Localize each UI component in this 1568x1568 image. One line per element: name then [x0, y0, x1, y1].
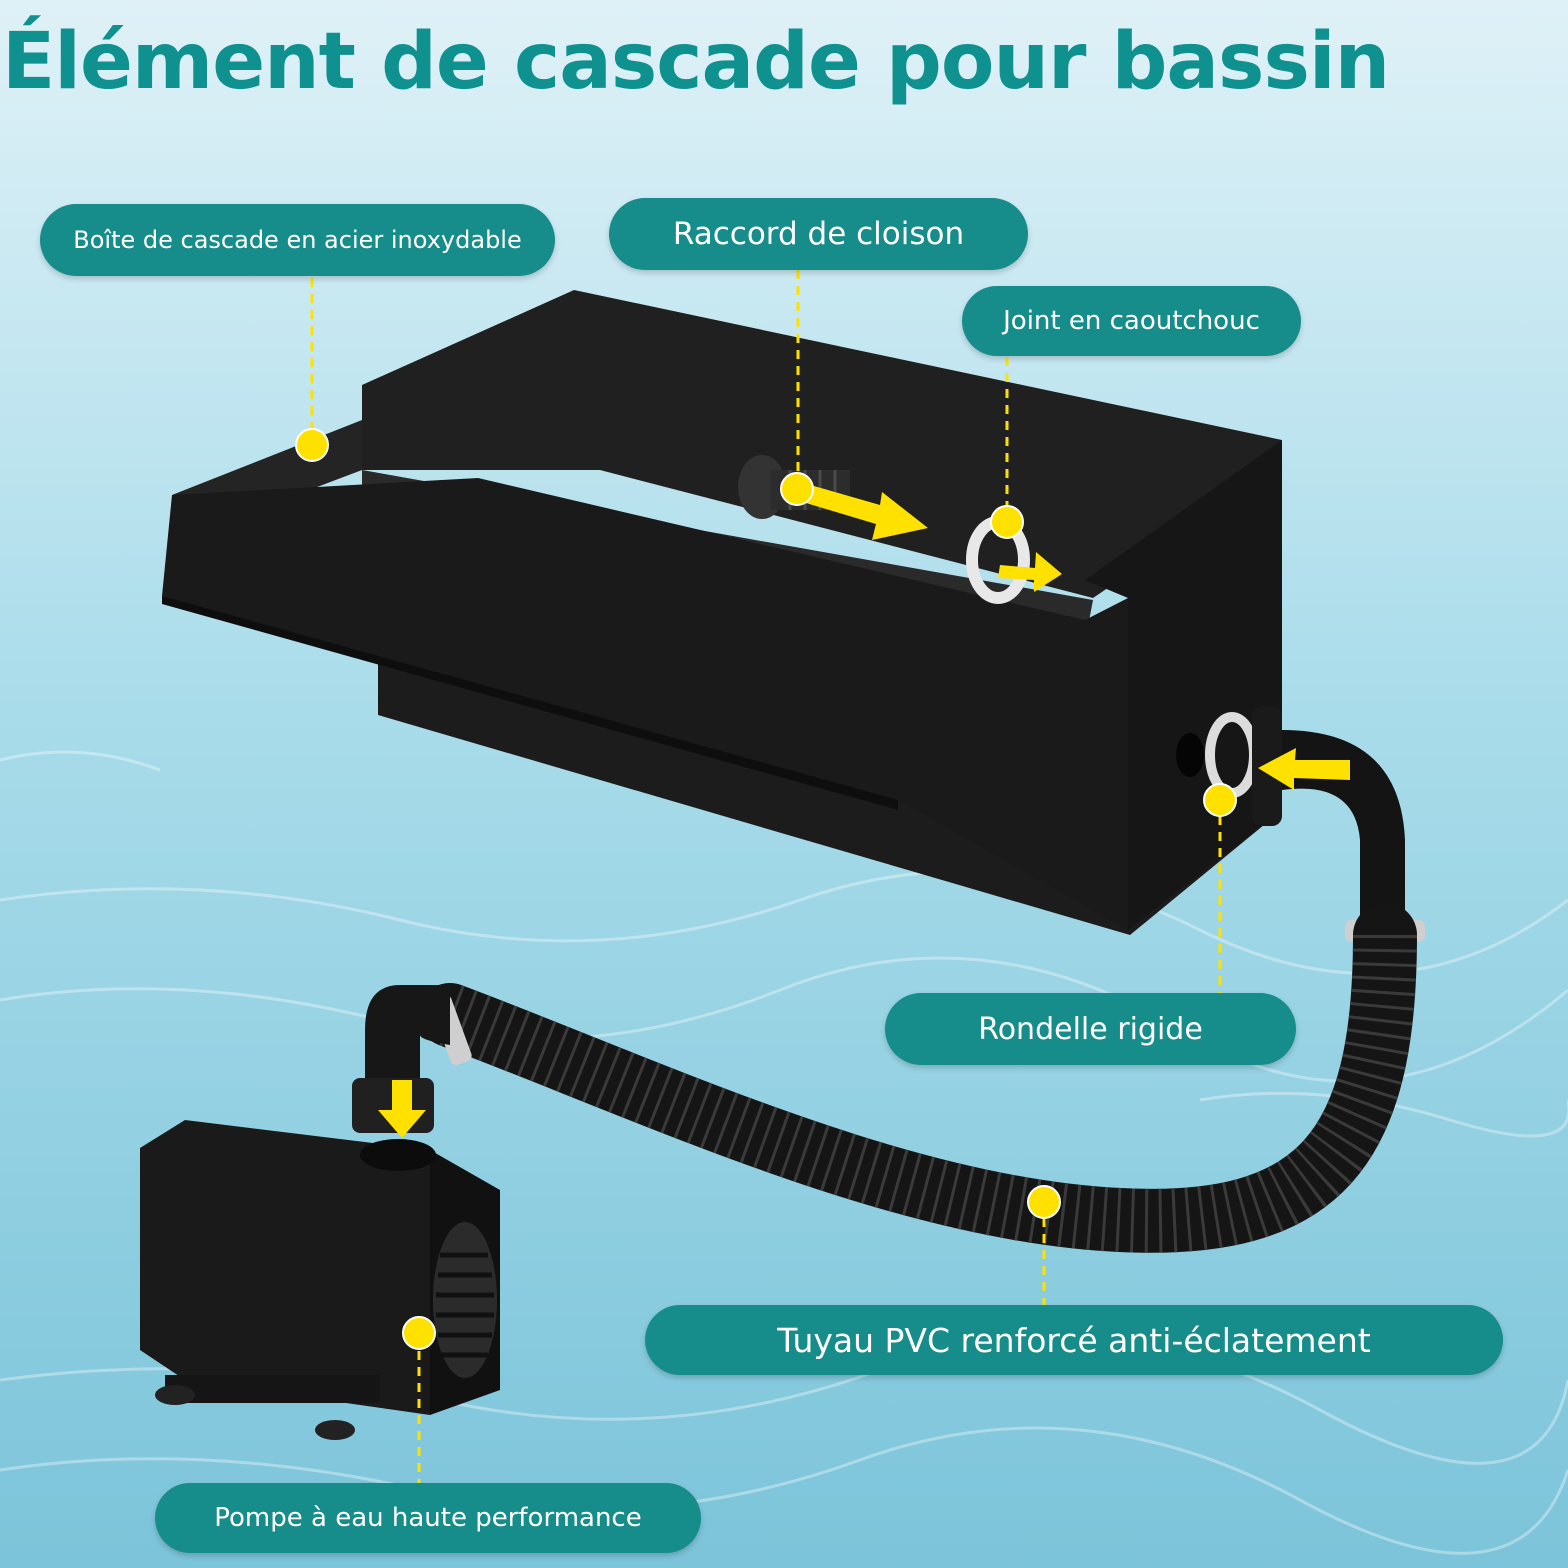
label-hose-text: Tuyau PVC renforcé anti-éclatement	[777, 1320, 1371, 1360]
marker-dot-gasket	[990, 505, 1024, 539]
label-hose: Tuyau PVC renforcé anti-éclatement	[645, 1305, 1503, 1375]
label-bulkhead-text: Raccord de cloison	[672, 216, 965, 252]
marker-dot-washer	[1203, 783, 1237, 817]
label-pump-text: Pompe à eau haute performance	[214, 1503, 642, 1533]
label-box-text: Boîte de cascade en acier inoxydable	[73, 226, 522, 254]
side-outlet-hole	[1176, 733, 1204, 777]
water-pump	[140, 1120, 500, 1440]
label-washer: Rondelle rigide	[885, 993, 1296, 1065]
label-bulkhead: Raccord de cloison	[609, 198, 1028, 270]
label-pump: Pompe à eau haute performance	[155, 1483, 701, 1553]
arrow-washer	[1258, 748, 1350, 790]
corrugated-hose	[418, 903, 1417, 1253]
pump-elbow-connector	[365, 985, 450, 1080]
arrow-pump	[378, 1080, 426, 1138]
box-back-wall	[362, 290, 1282, 598]
label-box: Boîte de cascade en acier inoxydable	[40, 204, 555, 276]
page-title: Élément de cascade pour bassin	[2, 17, 1390, 107]
box-elbow-connector	[1252, 706, 1405, 930]
label-gasket-text: Joint en caoutchouc	[1003, 306, 1260, 336]
label-gasket: Joint en caoutchouc	[962, 286, 1301, 356]
label-washer-text: Rondelle rigide	[978, 1011, 1203, 1047]
marker-dot-box	[295, 428, 329, 462]
arrow-bulkhead	[796, 482, 928, 540]
marker-dot-pump	[402, 1316, 436, 1350]
spillway-lip	[162, 478, 1128, 930]
arrow-gasket	[998, 552, 1062, 592]
marker-dot-bulkhead	[780, 472, 814, 506]
spillway-front-edge	[162, 596, 898, 810]
direction-arrows	[378, 482, 1350, 1138]
marker-dot-hose	[1027, 1185, 1061, 1219]
